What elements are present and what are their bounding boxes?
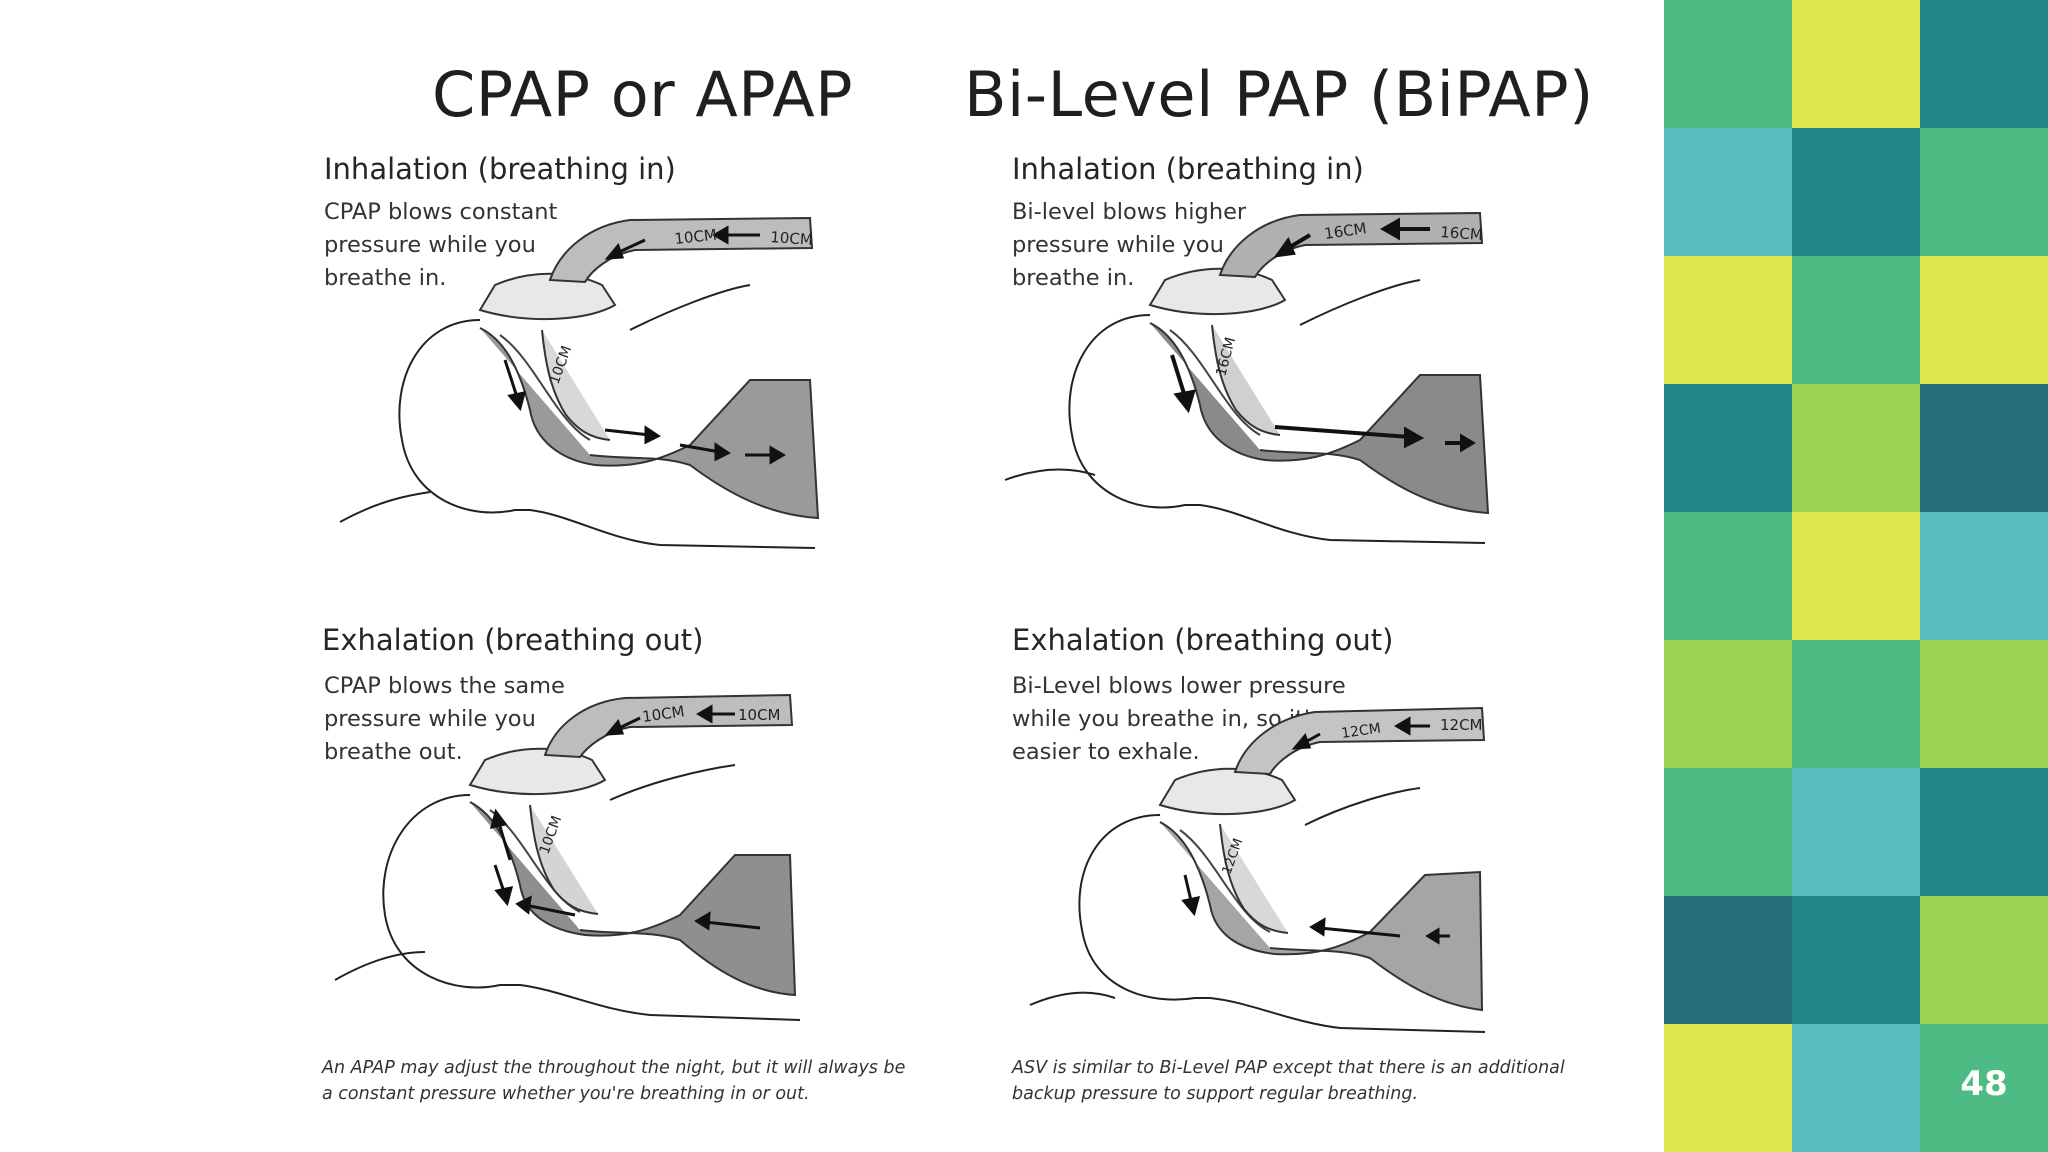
mosaic-tile (1792, 1024, 1920, 1152)
mosaic-tile (1664, 384, 1792, 512)
mosaic-tile (1792, 256, 1920, 384)
apap-caption: An APAP may adjust the throughout the ni… (322, 1055, 922, 1107)
bipap-inhalation-illustration: 16CM 16CM 16CM (1004, 211, 1490, 544)
mosaic-tile (1664, 896, 1792, 1024)
mosaic-tile (1664, 256, 1792, 384)
mosaic-tile (1792, 768, 1920, 896)
bipap-title: Bi-Level PAP (BiPAP) (964, 58, 1594, 131)
mosaic-tile (1920, 128, 2048, 256)
airway-sketch (334, 693, 801, 1021)
mosaic-tile (1920, 384, 2048, 512)
tube-pressure-label: 10CM (738, 706, 781, 724)
tube-pressure-label: 16CM (1323, 219, 1368, 243)
cpap-inhalation-heading: Inhalation (breathing in) (324, 152, 676, 186)
tube-pressure-label: 10CM (641, 702, 686, 726)
mosaic-tile (1920, 896, 2048, 1024)
tube-pressure-label: 12CM (1440, 716, 1483, 734)
mosaic-tile (1792, 128, 1920, 256)
desc-line: easier to exhale. (1012, 739, 1200, 765)
mosaic-tile (1664, 128, 1792, 256)
bipap-inhalation-description: Bi-level blows higher pressure while you… (1012, 196, 1342, 295)
cpap-title: CPAP or APAP (432, 58, 853, 131)
desc-line: CPAP blows constant (324, 199, 558, 225)
mosaic-tile (1920, 512, 2048, 640)
mosaic-tile (1664, 0, 1792, 128)
desc-line: pressure while you (324, 232, 536, 258)
airway-sketch (339, 216, 820, 549)
desc-line: breathe out. (324, 739, 463, 765)
mosaic-tile (1792, 896, 1920, 1024)
cpap-exhalation-illustration: 10CM 10CM 10CM (334, 693, 801, 1021)
caption-line: a constant pressure whether you're breat… (322, 1084, 810, 1104)
cpap-inhalation-illustration: 10CM 10CM 10CM (339, 216, 820, 549)
mosaic-tile (1920, 256, 2048, 384)
cpap-exhalation-description: CPAP blows the same pressure while you b… (324, 670, 654, 769)
cpap-inhalation-description: CPAP blows constant pressure while you b… (324, 196, 654, 295)
mosaic-tile (1664, 512, 1792, 640)
caption-line: backup pressure to support regular breat… (1012, 1084, 1419, 1104)
slide: CPAP or APAP Bi-Level PAP (BiPAP) Inhala… (322, 58, 1612, 1107)
caption-line: An APAP may adjust the throughout the ni… (322, 1058, 906, 1078)
bipap-inhalation-heading: Inhalation (breathing in) (1012, 152, 1364, 186)
desc-line: pressure while you (324, 706, 536, 732)
tube-pressure-label: 12CM (1340, 721, 1382, 742)
mosaic-tile (1664, 768, 1792, 896)
arrow-icon (1181, 716, 1450, 945)
mosaic-tile (1920, 0, 2048, 128)
mosaic-tile (1664, 640, 1792, 768)
desc-line: Bi-level blows higher (1012, 199, 1247, 225)
arrow-icon (1170, 217, 1476, 453)
mosaic-tile (1792, 384, 1920, 512)
airway-sketch (1004, 211, 1490, 544)
mosaic-tile (1664, 1024, 1792, 1152)
bipap-exhalation-description: Bi-Level blows lower pressure while you … (1012, 670, 1346, 769)
airway-sketch (1029, 706, 1486, 1033)
color-mosaic-panel (1664, 0, 2048, 1152)
arrow-icon (503, 225, 786, 465)
arrow-icon (489, 704, 761, 931)
tube-pressure-label: 10CM (674, 226, 718, 248)
mosaic-tile (1920, 1024, 2048, 1152)
page-number: 48 (1960, 1064, 2008, 1104)
mosaic-tile (1792, 512, 1920, 640)
desc-line: CPAP blows the same (324, 673, 565, 699)
bipap-exhalation-heading: Exhalation (breathing out) (1012, 623, 1394, 657)
asv-caption: ASV is similar to Bi-Level PAP except th… (1012, 1055, 1612, 1107)
desc-line: Bi-Level blows lower pressure (1012, 673, 1346, 699)
mosaic-tile (1792, 0, 1920, 128)
desc-line: breathe in. (1012, 265, 1135, 291)
mosaic-tile (1792, 640, 1920, 768)
caption-line: ASV is similar to Bi-Level PAP except th… (1012, 1058, 1565, 1078)
tube-pressure-label: 16CM (1440, 223, 1484, 244)
tube-pressure-label: 10CM (770, 228, 814, 249)
cpap-exhalation-heading: Exhalation (breathing out) (322, 623, 704, 657)
desc-line: pressure while you (1012, 232, 1224, 258)
mosaic-tile (1920, 640, 2048, 768)
bipap-exhalation-illustration: 12CM 12CM 12CM (1029, 706, 1486, 1033)
mosaic-tile (1920, 768, 2048, 896)
desc-line: breathe in. (324, 265, 447, 291)
